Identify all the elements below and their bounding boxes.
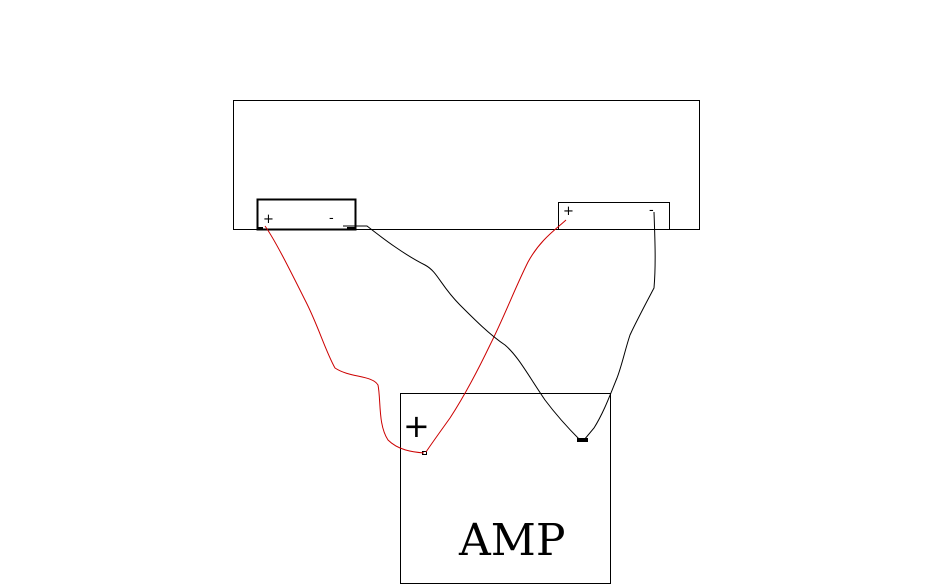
speaker-box: [233, 100, 700, 230]
positive-wire-left: [264, 225, 425, 454]
negative-wire-right: [583, 211, 656, 441]
amp-box: [400, 393, 611, 584]
amp-plus-label: +: [403, 407, 430, 445]
right-terminal-minus-label: -: [649, 203, 654, 218]
right-terminal-plus-label: +: [563, 204, 574, 219]
amp-minus-terminal: [577, 438, 588, 442]
negative-wire-left: [343, 225, 581, 441]
left-terminal-minus-label: -: [329, 211, 334, 226]
right-terminal-plate: [558, 202, 670, 230]
left-terminal-minus-lug: [347, 227, 355, 230]
left-terminal-plus-label: +: [263, 212, 274, 227]
amp-label: AMP: [458, 515, 565, 566]
positive-wire-right: [425, 219, 567, 453]
left-terminal-plus-lug: [257, 227, 263, 230]
